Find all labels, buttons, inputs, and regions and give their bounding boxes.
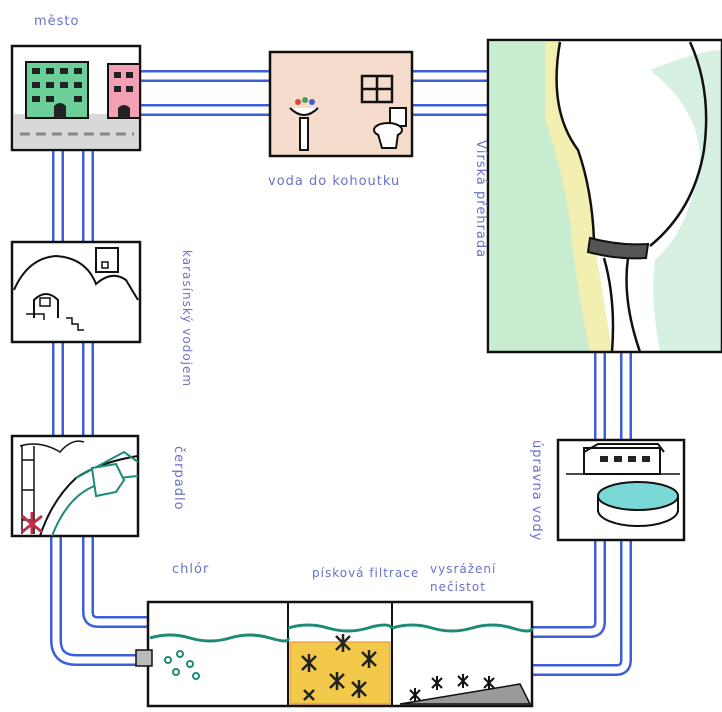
- reservoir-panel: [10, 240, 142, 344]
- pump-panel: [10, 434, 140, 538]
- dam-icon: [586, 236, 650, 260]
- sand-filter-particles: [301, 634, 377, 701]
- chlorine-bubbles-icon: [164, 650, 200, 680]
- treatment-panel: [556, 438, 686, 542]
- treatment-label: úpravna vody: [529, 440, 544, 542]
- building-icon: [25, 61, 89, 119]
- dam-panel: [486, 38, 722, 354]
- pump-icon: [21, 512, 43, 534]
- pump-label: čerpadlo: [171, 446, 186, 511]
- building-icon: [107, 63, 141, 119]
- tap-icon: [289, 97, 319, 151]
- sand-filter-label: písková filtrace: [312, 566, 420, 580]
- city-panel: [10, 44, 142, 152]
- reservoir-label: karasínský vodojem: [180, 250, 194, 388]
- dam-label: Vírská přehrada: [473, 140, 488, 259]
- sediment-icon: [399, 674, 532, 705]
- pipes: [50, 70, 632, 676]
- pool-icon: [597, 481, 679, 527]
- window-icon: [360, 74, 394, 104]
- treatment-tank: [135, 600, 534, 708]
- tap-water-label: voda do kohoutku: [268, 174, 401, 189]
- chlorine-label: chlór: [172, 562, 210, 577]
- city-label: město: [34, 14, 80, 29]
- toilet-icon: [373, 107, 407, 149]
- tap-water-panel: [268, 50, 414, 158]
- sludge-label: vysrážení nečistot: [430, 562, 497, 594]
